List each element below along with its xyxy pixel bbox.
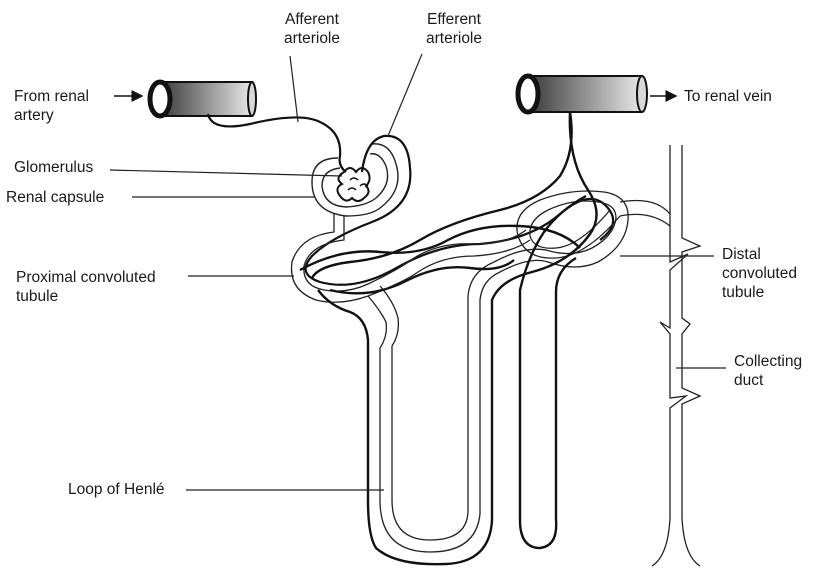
label-afferent-arteriole: Afferent arteriole [262,10,362,48]
distal-line-2: convoluted [722,264,797,283]
label-efferent-arteriole: Efferent arteriole [404,10,504,48]
artery-cylinder-icon [150,82,256,116]
label-loop-of-henle: Loop of Henlé [68,480,165,499]
collecting-line-2: duct [734,371,802,390]
loop-of-henle-shape [380,262,500,552]
glomerulus-tuft [337,168,369,201]
collecting-duct-shape [620,145,700,566]
proximal-line-2: tubule [16,287,156,306]
afferent-line-1: Afferent [262,10,362,29]
label-from-renal-artery: From renal artery [14,87,89,125]
label-renal-capsule: Renal capsule [6,188,104,207]
label-glomerulus: Glomerulus [14,158,93,177]
label-collecting-duct: Collecting duct [734,352,802,390]
vein-cylinder-icon [518,76,647,112]
efferent-line-1: Efferent [404,10,504,29]
label-proximal-convoluted-tubule: Proximal convoluted tubule [16,268,156,306]
afferent-arteriole-path [208,114,346,172]
proximal-line-1: Proximal convoluted [16,268,156,287]
efferent-line-2: arteriole [404,29,504,48]
label-to-renal-vein: To renal vein [684,87,772,106]
from-renal-artery-line-1: From renal [14,87,89,106]
afferent-line-2: arteriole [262,29,362,48]
from-renal-artery-line-2: artery [14,106,89,125]
collecting-line-1: Collecting [734,352,802,371]
label-distal-convoluted-tubule: Distal convoluted tubule [722,245,797,302]
distal-line-3: tubule [722,283,797,302]
distal-line-1: Distal [722,245,797,264]
